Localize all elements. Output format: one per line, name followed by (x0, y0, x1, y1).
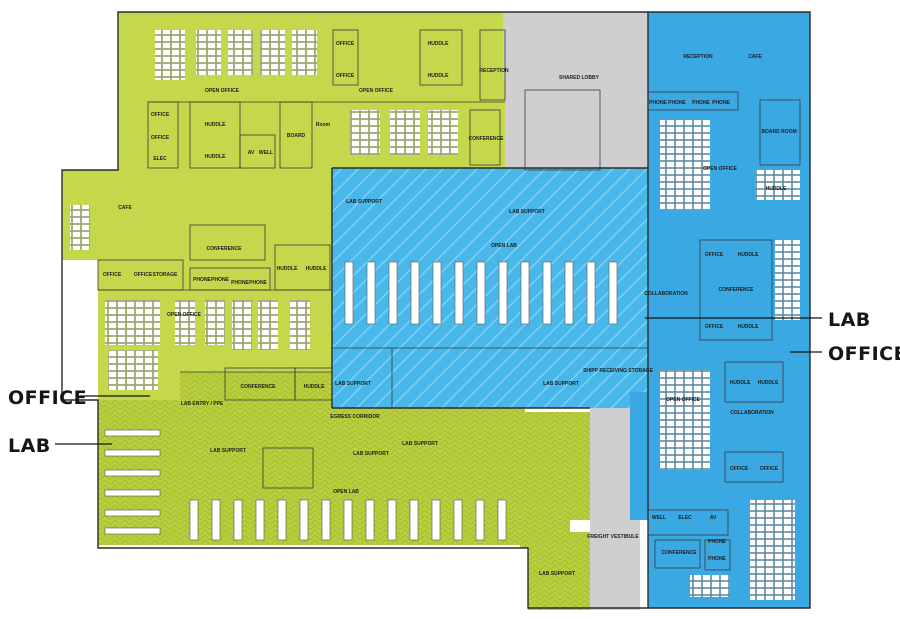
room-label: HUDDLE (428, 73, 449, 79)
room-label: AV (710, 515, 717, 521)
room-label: OFFICE (760, 466, 779, 472)
room-label: CAFE (748, 54, 762, 60)
room-label: RECEPTION (683, 54, 713, 60)
room-label: OFFICE (151, 112, 170, 118)
room-label: WELL (259, 150, 273, 156)
room-label: CONFERENCE (206, 246, 242, 252)
room-label: OFFICE (705, 252, 724, 258)
room-label: BOARD (287, 133, 306, 139)
callout-office-right: OFFICE (828, 343, 900, 365)
room-label: LAB ENTRY / PPE (181, 401, 224, 407)
lab-zone-left (98, 372, 590, 610)
room-label: COLLABORATION (644, 291, 688, 297)
room-label: SHARED LOBBY (559, 75, 600, 81)
room-label: BOARD ROOM (761, 129, 796, 135)
lab-benches-bottom (104, 429, 507, 541)
callout-lab-right: LAB (828, 309, 871, 331)
room-label: ELEC (153, 156, 167, 162)
room-label: LAB SUPPORT (346, 199, 382, 205)
room-label: PHONE (249, 280, 267, 286)
room-label: HUDDLE (205, 122, 226, 128)
room-label: OFFICE (134, 272, 153, 278)
room-label: CAFE (118, 205, 132, 211)
room-label: PHONE (231, 280, 249, 286)
room-label: OPEN OFFICE (359, 88, 394, 94)
room-label: PHONE (692, 100, 710, 106)
room-label: LAB SUPPORT (353, 451, 389, 457)
room-label: HUDDLE (277, 266, 298, 272)
room-label: HUDDLE (758, 380, 779, 386)
room-label: HUDDLE (738, 252, 759, 258)
room-label: LAB SUPPORT (509, 209, 545, 215)
room-label: OFFICE (705, 324, 724, 330)
room-label: HUDDLE (304, 384, 325, 390)
room-label: OFFICE (730, 466, 749, 472)
room-label: EGRESS CORRIDOR (330, 414, 380, 420)
room-label: LAB SUPPORT (210, 448, 246, 454)
room-label: Room (316, 122, 331, 128)
room-label: PHONE (649, 100, 667, 106)
room-label: HUDDLE (306, 266, 327, 272)
callout-leaders (55, 317, 822, 445)
room-label: PHONE (668, 100, 686, 106)
room-label: OFFICE (336, 41, 355, 47)
room-label: LAB SUPPORT (402, 441, 438, 447)
room-label: LAB SUPPORT (335, 381, 371, 387)
room-label: OFFICE (336, 73, 355, 79)
callout-lab-left: LAB (8, 435, 51, 457)
room-label: OPEN OFFICE (703, 166, 738, 172)
callouts: OFFICE LAB LAB OFFICE (8, 309, 900, 457)
room-label: HUDDLE (205, 154, 226, 160)
room-label: PHONE (708, 539, 726, 545)
room-label: OPEN OFFICE (167, 312, 202, 318)
room-label: RECEPTION (479, 68, 509, 74)
room-partitions (97, 29, 801, 571)
room-label: OFFICE (151, 135, 170, 141)
office-zone-left (62, 12, 505, 400)
room-label: STORAGE (153, 272, 178, 278)
room-label: OPEN LAB (491, 243, 517, 249)
callout-office-left: OFFICE (8, 387, 87, 409)
room-label: WELL (652, 515, 666, 521)
room-label: CONFERENCE (718, 287, 754, 293)
room-label: HUDDLE (738, 324, 759, 330)
lab-zone-center (332, 168, 648, 408)
room-label: AV (248, 150, 255, 156)
room-label: PHONE (193, 277, 211, 283)
workstations-top-left (70, 30, 458, 390)
room-label: CONFERENCE (240, 384, 276, 390)
room-label: SHIPP RECEIVING STORAGE (583, 368, 653, 374)
room-label: HUDDLE (428, 41, 449, 47)
room-label: HUDDLE (730, 380, 751, 386)
room-label: OPEN OFFICE (205, 88, 240, 94)
room-label: ELEC (678, 515, 692, 521)
room-label: LAB SUPPORT (539, 571, 575, 577)
room-label: HUDDLE (766, 186, 787, 192)
room-label: OPEN OFFICE (666, 397, 701, 403)
room-label: PHONE (712, 100, 730, 106)
room-label: PHONE (211, 277, 229, 283)
workstations-right (660, 120, 800, 600)
lab-benches-center (344, 261, 618, 325)
room-label: CONFERENCE (468, 136, 504, 142)
room-label: OPEN LAB (333, 489, 359, 495)
room-label: OFFICE (103, 272, 122, 278)
room-label: LAB SUPPORT (543, 381, 579, 387)
room-label: COLLABORATION (730, 410, 774, 416)
room-label: CONFERENCE (661, 550, 697, 556)
room-label: PHONE (708, 556, 726, 562)
room-labels: OPEN OFFICE OFFICE OFFICE ELEC HUDDLE HU… (103, 41, 797, 577)
room-label: FREIGHT VESTIBULE (587, 534, 639, 540)
